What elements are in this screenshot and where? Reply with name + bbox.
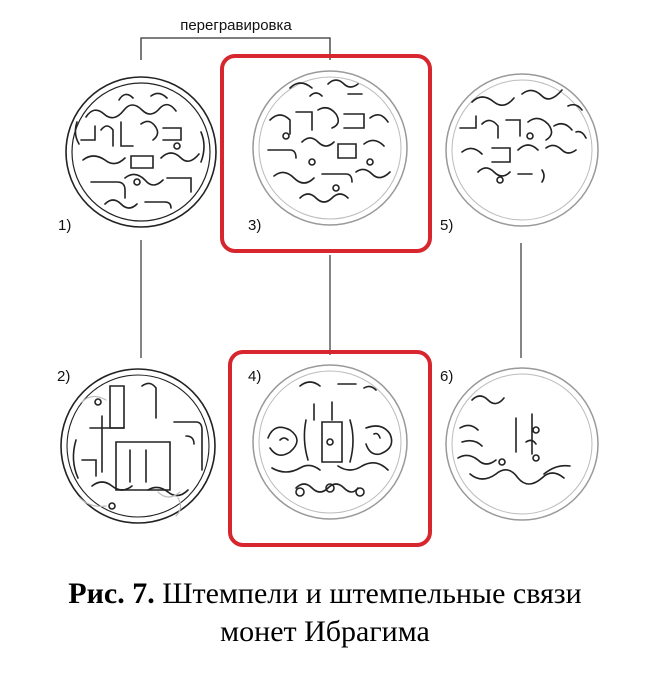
coin-3-label: 3) [248,217,261,234]
highlight-box-4 [228,350,432,547]
coin-2-drawing [60,368,216,524]
coin-2-label: 2) [57,368,70,385]
regrave-label: перегравировка [180,17,292,34]
coin-6-drawing [445,367,599,521]
caption-line-1: Рис. 7. Штемпели и штемпельные связи [0,575,650,613]
caption-title-part-2: монет Ибрагима [220,615,430,648]
connector-lines [140,240,522,358]
coin-1-label: 1) [58,217,71,234]
coin-3-drawing [252,70,408,226]
coin-5-label: 5) [440,217,453,234]
caption-figure-number: Рис. 7. [68,577,155,610]
coin-5-drawing [445,73,599,227]
coin-4-drawing [252,364,408,520]
coin-1-drawing [65,76,217,228]
caption-title-part-1: Штемпели и штемпельные связи [162,577,582,610]
coin-4-label: 4) [248,368,261,385]
regrave-bracket [140,37,331,60]
highlight-box-3 [220,54,432,253]
coin-die-diagram: перегравировка 1) [57,17,599,547]
coin-6-label: 6) [440,368,453,385]
figure-caption: Рис. 7. Штемпели и штемпельные связи мон… [0,575,650,651]
